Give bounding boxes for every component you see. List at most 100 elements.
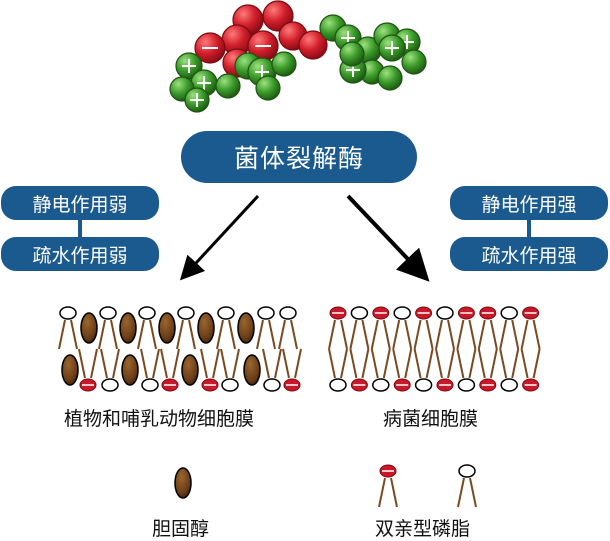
phospholipid-head-white [329, 378, 347, 392]
lipid-tail [447, 319, 455, 350]
phospholipid-bottom [78, 348, 98, 392]
phospholipid-bottom [220, 348, 240, 392]
phospholipid-head-white [414, 378, 433, 392]
left-membrane [58, 306, 302, 392]
lipid-tail [425, 348, 434, 379]
lipid-tail [100, 348, 108, 379]
lipid-tail [413, 319, 422, 350]
lipid-tail [468, 319, 477, 350]
lipid-tail [282, 348, 290, 379]
lipid-tail [404, 348, 413, 379]
lipid-tail [413, 348, 422, 379]
phospholipid-bottom [499, 348, 520, 392]
lipid-tail [340, 319, 348, 350]
arrow-right [346, 194, 430, 282]
legend-cholesterol-label: 胆固醇 [152, 518, 210, 540]
phospholipid-top [256, 306, 276, 350]
cholesterol [158, 312, 176, 344]
lipid-tail [370, 348, 379, 379]
phospholipid-top [176, 306, 196, 350]
phospholipid-top [349, 306, 370, 350]
phospholipid-head-white [138, 306, 156, 320]
lipid-tail [216, 319, 224, 350]
lipid-tail [176, 319, 184, 350]
phospholipid-top [435, 306, 455, 350]
lipid-tail [172, 348, 180, 379]
right-membrane-label: 病菌细胞膜 [383, 408, 479, 430]
phospholipid-top [499, 306, 520, 350]
phospholipid-bottom [349, 348, 370, 392]
lipid-tail [110, 319, 118, 350]
lipid-tail [152, 348, 160, 379]
lipid-tail [511, 348, 520, 379]
positive-sphere [401, 49, 427, 75]
lipid-tail [349, 319, 358, 350]
lipid-tail [370, 319, 379, 350]
lipid-tail [274, 348, 282, 379]
phospholipid-bottom [435, 348, 455, 392]
lipid-tail [456, 319, 465, 350]
arrows [179, 194, 430, 282]
lipid-tail [160, 348, 168, 379]
cholesterol [119, 312, 137, 344]
phospholipid-bottom [477, 348, 498, 392]
lipid-tail [262, 348, 270, 379]
positive-sphere [215, 73, 241, 99]
lipid-tail [392, 319, 401, 350]
phospholipid-bottom [282, 348, 302, 392]
phospholipid-top [392, 306, 413, 350]
positive-sphere [339, 41, 365, 67]
phospholipid-head-white [350, 306, 369, 320]
lipid-tail [392, 348, 401, 379]
lipid-tail [532, 319, 541, 350]
lipid-tail [520, 319, 529, 350]
right-tag-hydrophobic: 疏水作用强 [450, 237, 608, 271]
lipid-tail [520, 348, 529, 379]
phospholipid-bottom [328, 348, 348, 392]
phospholipid-head-white [372, 378, 390, 392]
phospholipid-bottom [370, 348, 391, 392]
legend-phospholipid-label: 双亲型磷脂 [375, 518, 471, 540]
phospholipid-bottom [520, 348, 541, 392]
right-membrane [328, 306, 541, 392]
cholesterol [197, 312, 215, 344]
phospholipid-bottom [262, 348, 282, 392]
legend-phospholipid-white-icon [457, 464, 477, 508]
lipid-tail [435, 348, 443, 379]
lipid-tail [70, 319, 78, 350]
lipid-tail [469, 477, 477, 508]
lipid-tail [340, 348, 348, 379]
lipid-tail [435, 319, 443, 350]
lipid-tail [90, 348, 98, 379]
legend-cholesterol-icon [174, 467, 192, 499]
lipid-tail [382, 319, 391, 350]
phospholipid-top [328, 306, 348, 350]
arrow-left [179, 194, 260, 281]
right-tag-electrostatic: 静电作用强 [450, 186, 608, 220]
lipid-tail [188, 319, 196, 350]
lipid-tail [511, 319, 520, 350]
lipid-tail [228, 319, 236, 350]
lipid-tail [378, 477, 386, 508]
lipid-tail [278, 319, 286, 350]
phospholipid-head-white [217, 306, 235, 320]
lipid-tail [112, 348, 120, 379]
phospholipid-head-white [436, 306, 454, 320]
lipid-tail [212, 348, 220, 379]
lipid-tail [361, 348, 370, 379]
lipid-tail [200, 348, 208, 379]
phospholipid-bottom [413, 348, 434, 392]
cholesterol [243, 354, 261, 386]
lipid-tail [328, 319, 336, 350]
phospholipid-top [477, 306, 498, 350]
lipid-tail [447, 348, 455, 379]
enzyme-label: 菌体裂解酶 [181, 131, 417, 183]
phospholipid-bottom [456, 348, 477, 392]
negative-sphere [298, 30, 328, 60]
phospholipid-bottom [200, 348, 220, 392]
lipid-tail [78, 348, 86, 379]
lipid-tail [268, 319, 276, 350]
lipid-tail [477, 348, 486, 379]
